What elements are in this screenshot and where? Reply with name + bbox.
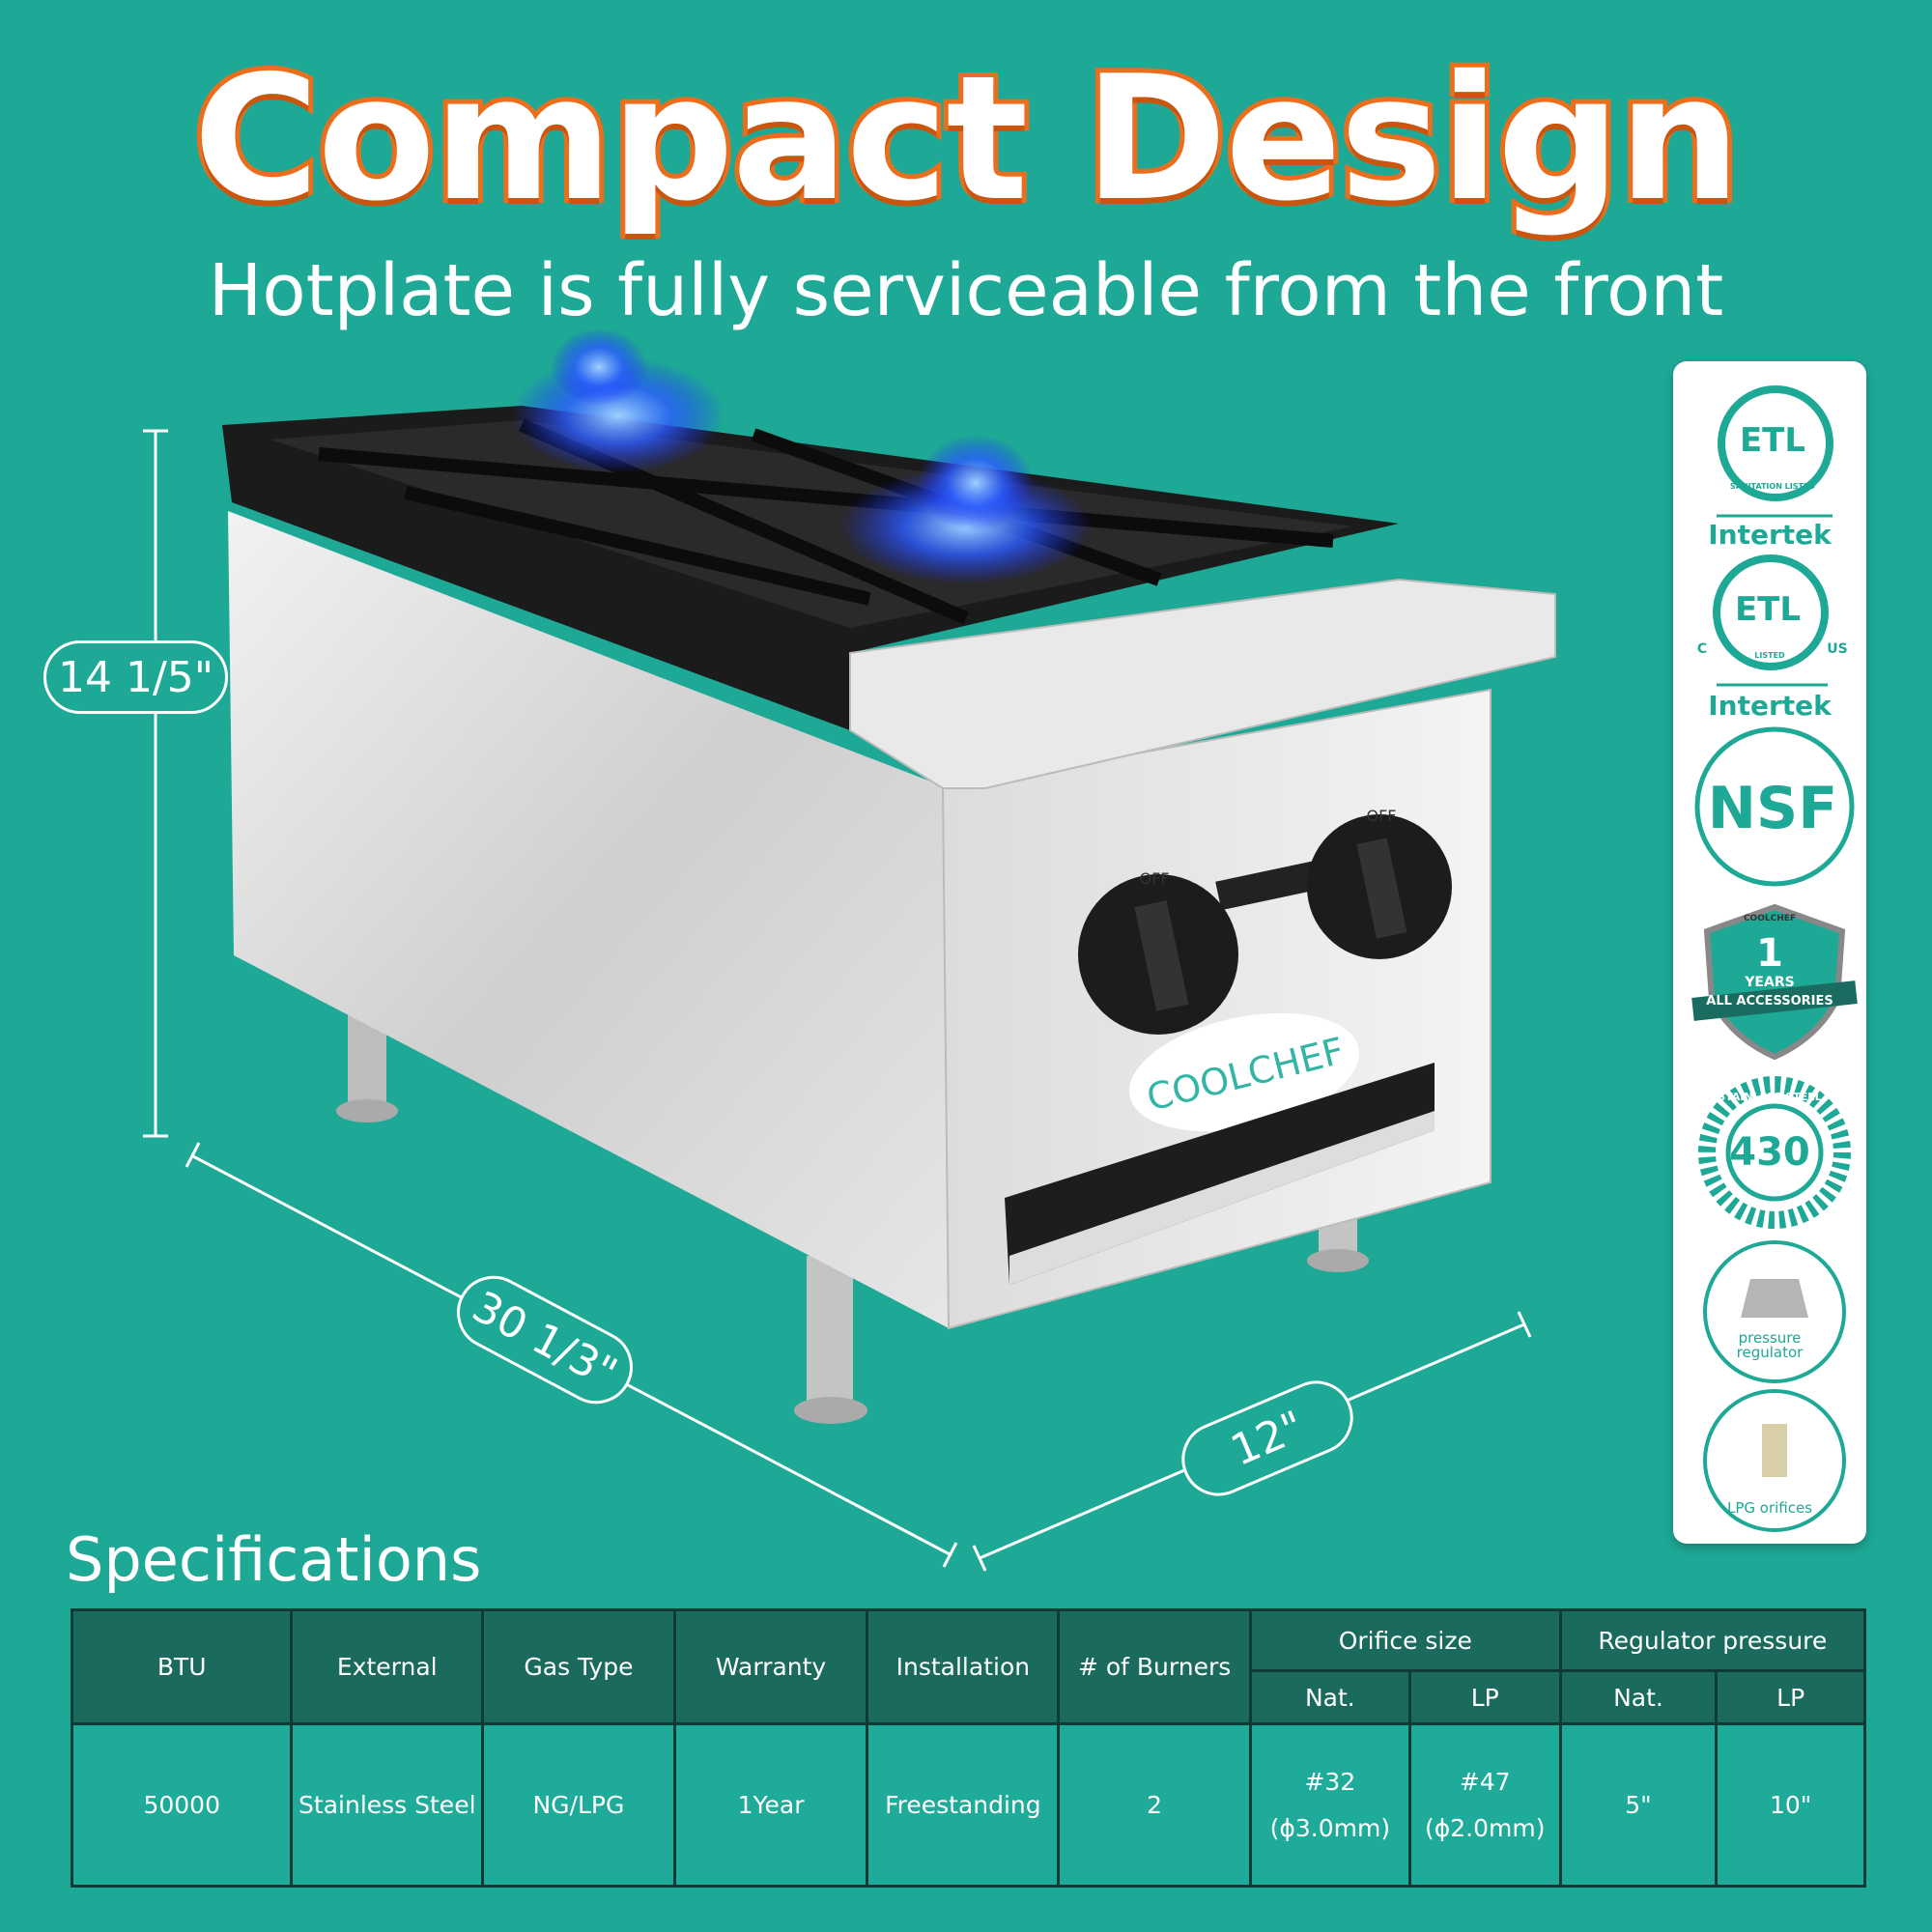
specifications-table: BTU External Gas Type Warranty Installat… <box>70 1608 1867 1888</box>
steel-grade: 430 <box>1729 1130 1810 1175</box>
intertek-label: Intertek <box>1708 519 1832 551</box>
cell-burners: 2 <box>1057 1722 1252 1888</box>
cell-installation: Freestanding <box>866 1722 1061 1888</box>
front-lip <box>849 578 1556 789</box>
header-btu: BTU <box>70 1608 294 1725</box>
pressure-regulator-icon <box>1703 1240 1846 1383</box>
svg-text:OFF: OFF <box>1140 869 1170 888</box>
burner-knob-left[interactable]: OFF <box>1078 869 1238 1035</box>
page-title: Compact Design <box>188 34 1746 243</box>
header-external: External <box>290 1608 485 1725</box>
lpg-orifices-label: LPG orifices <box>1726 1499 1813 1517</box>
subheader-regulator-lp: LP <box>1715 1669 1866 1725</box>
subheader-regulator-nat: Nat. <box>1558 1669 1719 1725</box>
nsf-mark: NSF <box>1707 775 1838 842</box>
height-dimension-label: 14 1/5" <box>43 640 228 714</box>
side-panel <box>228 511 949 1328</box>
coolchef-logo: COOLCHEF <box>1129 1012 1359 1132</box>
certification-panel: ETL SANITATION LISTED Intertek ETL LISTE… <box>1673 361 1866 1544</box>
etl-ring-text: LISTED <box>1754 651 1785 660</box>
burner-knob-right[interactable]: OFF <box>1307 807 1452 959</box>
etl-listed-icon <box>1713 554 1829 670</box>
subheader-orifice-nat: Nat. <box>1248 1669 1411 1725</box>
intertek-label: Intertek <box>1708 690 1832 722</box>
specifications-heading: Specifications <box>66 1524 482 1595</box>
header-orifice-size: Orifice size <box>1248 1608 1562 1672</box>
etl-c-label: C <box>1696 641 1708 657</box>
warranty-number: 1 <box>1756 931 1783 976</box>
pressure-regulator-label: pressure regulator <box>1736 1329 1804 1361</box>
header-regulator-pressure: Regulator pressure <box>1558 1608 1867 1672</box>
page-subtitle: Hotplate is fully serviceable from the f… <box>208 249 1724 332</box>
warranty-unit: YEARS <box>1745 975 1795 990</box>
etl-sanitation-icon <box>1718 385 1833 501</box>
orifice-lp-mm: (ϕ2.0mm) <box>1424 1813 1546 1842</box>
header-burners: # of Burners <box>1057 1608 1252 1725</box>
orifice-nat-number: #32 <box>1304 1767 1356 1796</box>
table-row: 50000 Stainless Steel NG/LPG 1Year Frees… <box>70 1722 1866 1888</box>
warranty-banner: ALL ACCESSORIES <box>1706 994 1833 1009</box>
cell-regulator-nat: 5" <box>1558 1722 1719 1888</box>
cell-orifice-nat: #32 (ϕ3.0mm) <box>1248 1722 1411 1888</box>
subheader-orifice-lp: LP <box>1407 1669 1562 1725</box>
cell-warranty: 1Year <box>672 1722 869 1888</box>
cell-gas-type: NG/LPG <box>481 1722 676 1888</box>
etl-mark: ETL <box>1739 421 1806 460</box>
cell-external: Stainless Steel <box>290 1722 485 1888</box>
nsf-icon <box>1694 726 1855 887</box>
cell-regulator-lp: 10" <box>1715 1722 1866 1888</box>
header-warranty: Warranty <box>672 1608 869 1725</box>
etl-us-label: US <box>1827 641 1848 657</box>
header-installation: Installation <box>866 1608 1061 1725</box>
steel-ring-text: STAINLESS STEEL <box>1718 1091 1822 1103</box>
svg-text:OFF: OFF <box>1367 807 1397 825</box>
orifice-nat-mm: (ϕ3.0mm) <box>1269 1813 1391 1842</box>
stainless-steel-430-icon <box>1698 1076 1851 1229</box>
etl-ring-text: SANITATION LISTED <box>1729 482 1816 491</box>
cell-btu: 50000 <box>70 1722 294 1888</box>
header-gas-type: Gas Type <box>481 1608 676 1725</box>
etl-mark: ETL <box>1734 590 1802 629</box>
lpg-orifices-icon <box>1703 1389 1846 1532</box>
cell-orifice-lp: #47 (ϕ2.0mm) <box>1407 1722 1562 1888</box>
warranty-ring-text: COOLCHEF <box>1743 914 1797 923</box>
orifice-lp-number: #47 <box>1459 1767 1511 1796</box>
